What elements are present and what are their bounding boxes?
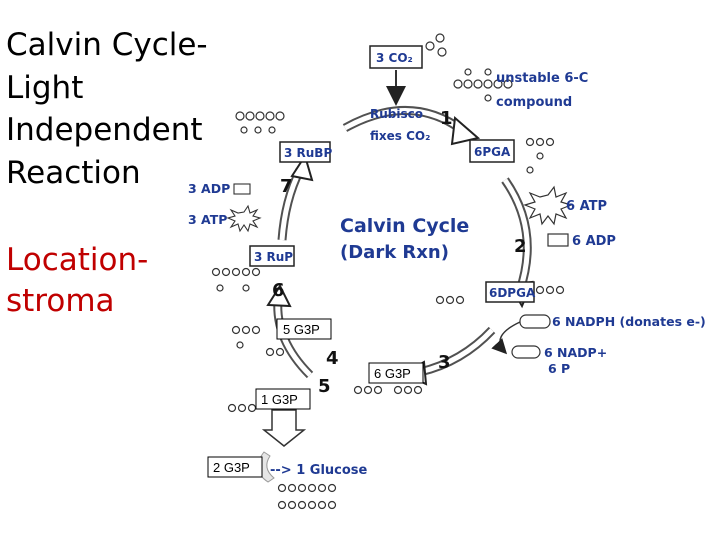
adp-icon <box>547 233 569 247</box>
location-line: Location- <box>6 242 149 278</box>
dpga-box <box>485 281 535 303</box>
nadph-curve-arrow <box>491 321 521 355</box>
rubisco-label-1: Rubisco <box>370 107 423 121</box>
step-number-5: 5 <box>318 376 331 397</box>
g3p-label-two: 2 G3P <box>213 460 250 475</box>
nadp-icon <box>511 345 541 359</box>
step-number-3: 3 <box>438 352 451 373</box>
pga-label: 6PGA <box>474 145 511 159</box>
g3p-box-six <box>368 362 424 384</box>
glucose-down-arrow <box>261 409 307 447</box>
rup-molecule-icon <box>211 267 261 292</box>
g3p-label-six: 6 G3P <box>374 366 411 381</box>
rubp-label: 3 RuBP <box>284 146 332 160</box>
slide-title: Calvin Cycle- Light Independent Reaction <box>6 24 236 194</box>
g3p-molecules-icon <box>227 325 423 413</box>
location-line: stroma <box>6 283 115 319</box>
g3p-box-five <box>276 318 332 340</box>
cycle-center-subtitle: (Dark Rxn) <box>340 242 449 263</box>
nadp-label: 6 NADP+ <box>544 345 607 360</box>
atp-in-label: 6 ATP <box>566 199 607 214</box>
p-out-label: 6 P <box>548 361 570 376</box>
title-line: Reaction <box>6 154 141 191</box>
rup-label: 3 RuP <box>254 250 293 264</box>
dpga-label: 6DPGA <box>489 286 536 300</box>
cycle-arc-bottom-right <box>418 326 496 377</box>
g3p-box-two <box>207 456 263 478</box>
title-line: Independent <box>6 112 203 148</box>
g3p-label-one: 1 G3P <box>261 392 298 407</box>
rup-box <box>249 245 295 267</box>
step-number-4: 4 <box>326 348 339 369</box>
unstable-compound-icon <box>453 68 513 102</box>
co2-molecule-icon <box>425 33 447 57</box>
cycle-center-title: Calvin Cycle <box>340 215 469 237</box>
nadph-label: 6 NADPH (donates e-) <box>552 314 706 329</box>
g3p-label-five: 5 G3P <box>283 322 320 337</box>
glucose-label: --> 1 Glucose <box>270 463 368 478</box>
unstable-label-2: compound <box>496 95 572 110</box>
step-number-1: 1 <box>440 108 453 129</box>
atp-left-label: 3 ATP <box>188 212 227 227</box>
rubp-box <box>279 141 331 163</box>
title-line: Calvin Cycle- <box>6 27 208 63</box>
g3p-box-one <box>255 388 311 410</box>
nadph-icon <box>519 314 551 329</box>
adp-out-label: 6 ADP <box>572 234 616 249</box>
step-number-6: 6 <box>272 280 285 301</box>
adp-left-label: 3 ADP <box>188 181 230 196</box>
unstable-label-1: unstable 6-C <box>496 71 588 86</box>
rubisco-label-2: fixes CO₂ <box>370 129 430 143</box>
pga-molecule-icon <box>525 137 555 174</box>
arrowhead <box>266 283 292 308</box>
atp-starburst-icon <box>523 185 573 226</box>
arrowhead <box>450 116 481 146</box>
pga-box <box>469 139 515 163</box>
rubp-molecule-icon <box>235 111 285 134</box>
dpga-molecule-icon <box>435 285 565 305</box>
adp-left-icon <box>233 183 251 195</box>
glucose-molecule-icon <box>277 483 337 510</box>
arrowhead <box>290 153 314 182</box>
title-line: Light <box>6 69 84 106</box>
location-label: Location- stroma <box>6 240 148 322</box>
co2-label: 3 CO₂ <box>376 51 413 65</box>
co2-box <box>369 45 423 69</box>
step-number-2: 2 <box>514 236 527 257</box>
step-number-7: 7 <box>280 176 293 197</box>
atp-left-starburst-icon <box>226 204 262 233</box>
